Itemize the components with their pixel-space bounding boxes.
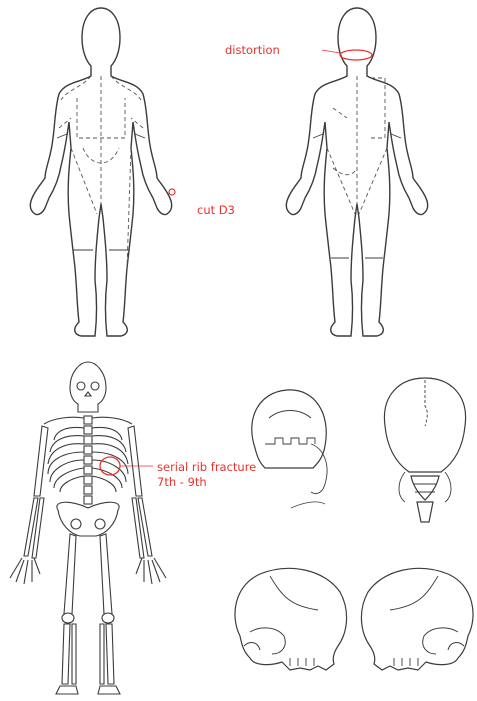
distortion-leader <box>322 50 340 53</box>
skull-back-view <box>252 390 327 508</box>
rib-fracture-label: serial rib fracture <box>157 460 256 475</box>
skull-base-view <box>384 378 465 522</box>
cut-marker <box>169 189 175 195</box>
skull-side-view-right <box>361 568 473 670</box>
back-body-figure <box>286 8 428 336</box>
rib-fracture-marker <box>100 457 120 475</box>
skeleton-figure <box>10 362 166 694</box>
rib-fracture-range-label: 7th - 9th <box>157 475 207 490</box>
front-body-figure <box>30 8 172 336</box>
skull-side-view-left <box>235 568 347 670</box>
cut-label: cut D3 <box>197 203 235 218</box>
distortion-label: distortion <box>225 43 280 58</box>
